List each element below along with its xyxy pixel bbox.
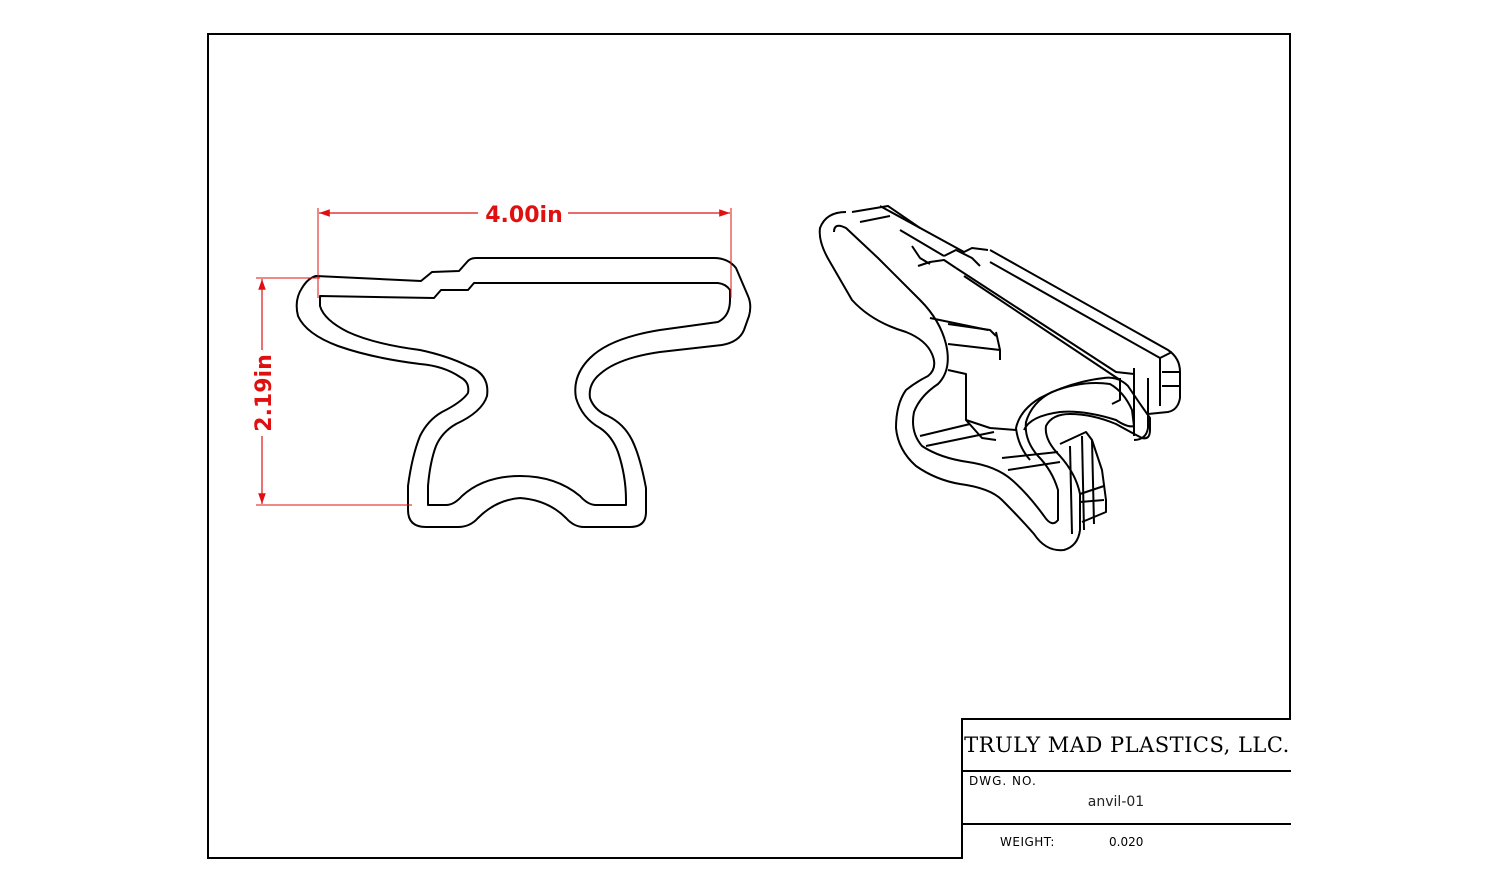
anvil-front-view	[295, 257, 752, 528]
title-block: TRULY MAD PLASTICS, LLC. DWG. NO. anvil-…	[961, 718, 1291, 859]
company-name: TRULY MAD PLASTICS, LLC.	[963, 720, 1291, 772]
weight-label: WEIGHT:	[1000, 835, 1055, 849]
width-dimension-label: 4.00in	[485, 203, 562, 228]
drawing-number-label: DWG. NO.	[969, 774, 1037, 788]
width-dimension: 4.00in	[317, 203, 732, 298]
drawing-number-value: anvil-01	[1087, 794, 1145, 810]
drawing-sheet-border	[207, 33, 1291, 859]
weight-cell: WEIGHT: 0.020	[963, 825, 1291, 861]
weight-value: 0.020	[1109, 835, 1144, 849]
drawing-number-cell: DWG. NO. anvil-01	[963, 772, 1291, 825]
anvil-isometric-view	[818, 205, 1181, 552]
anvil-outer-outline	[295, 257, 752, 528]
height-dimension: 2.19in	[252, 277, 412, 506]
anvil-inner-outline	[319, 282, 731, 506]
height-dimension-label: 2.19in	[252, 354, 277, 431]
